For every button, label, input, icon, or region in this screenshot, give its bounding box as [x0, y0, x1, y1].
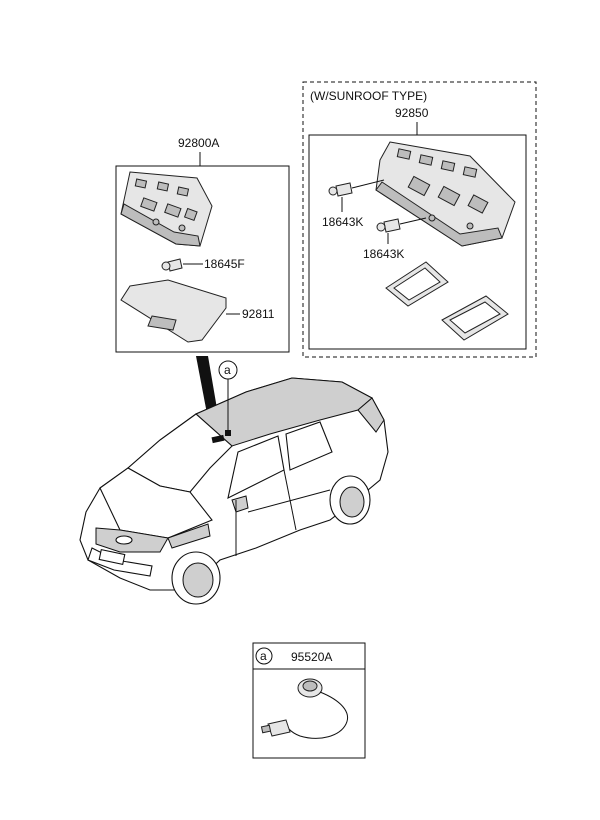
lens-frame-right[interactable]	[441, 295, 509, 341]
part-label-18643k-upper[interactable]: 18643K	[322, 215, 363, 229]
sunroof-type-title: (W/SUNROOF TYPE)	[310, 89, 427, 103]
overhead-console-group: 92800A 18645F 92811	[115, 136, 290, 353]
sensor-mount-marker	[225, 430, 231, 436]
svg-text:a: a	[224, 363, 231, 377]
part-label-18645f[interactable]: 18645F	[204, 257, 245, 271]
part-label-95520a[interactable]: 95520A	[291, 650, 332, 664]
svg-text:a: a	[260, 649, 267, 663]
rain-sensor-95520a[interactable]	[260, 678, 348, 739]
inset-callout-a: a	[255, 647, 273, 665]
sensor-inset-group: a 95520A	[252, 642, 366, 759]
overhead-console-assembly[interactable]	[120, 171, 213, 247]
lens-frame-left[interactable]	[385, 261, 449, 307]
sunroof-console-group: (W/SUNROOF TYPE) 92850 18643K	[302, 81, 537, 358]
vehicle-illustration	[79, 377, 389, 605]
sunroof-console-assembly[interactable]	[375, 141, 516, 247]
part-label-92811[interactable]: 92811	[242, 307, 275, 321]
bulb-18645f[interactable]	[161, 258, 183, 272]
bulb-18643k-lower[interactable]	[376, 218, 401, 233]
part-label-18643k-lower[interactable]: 18643K	[363, 247, 404, 261]
car-callout-a[interactable]: a	[218, 360, 238, 380]
right-box-frame	[308, 134, 527, 350]
part-label-92800a[interactable]: 92800A	[178, 136, 219, 150]
leader-18643k-lower	[399, 217, 427, 225]
sunroof-dashed-frame	[302, 81, 537, 358]
lens-92811[interactable]	[120, 279, 227, 343]
left-box-frame	[115, 165, 290, 353]
part-label-92850[interactable]: 92850	[395, 106, 429, 120]
inset-frame	[252, 642, 366, 759]
leader-18643k-upper	[351, 179, 385, 189]
bulb-18643k-upper[interactable]	[328, 182, 353, 197]
